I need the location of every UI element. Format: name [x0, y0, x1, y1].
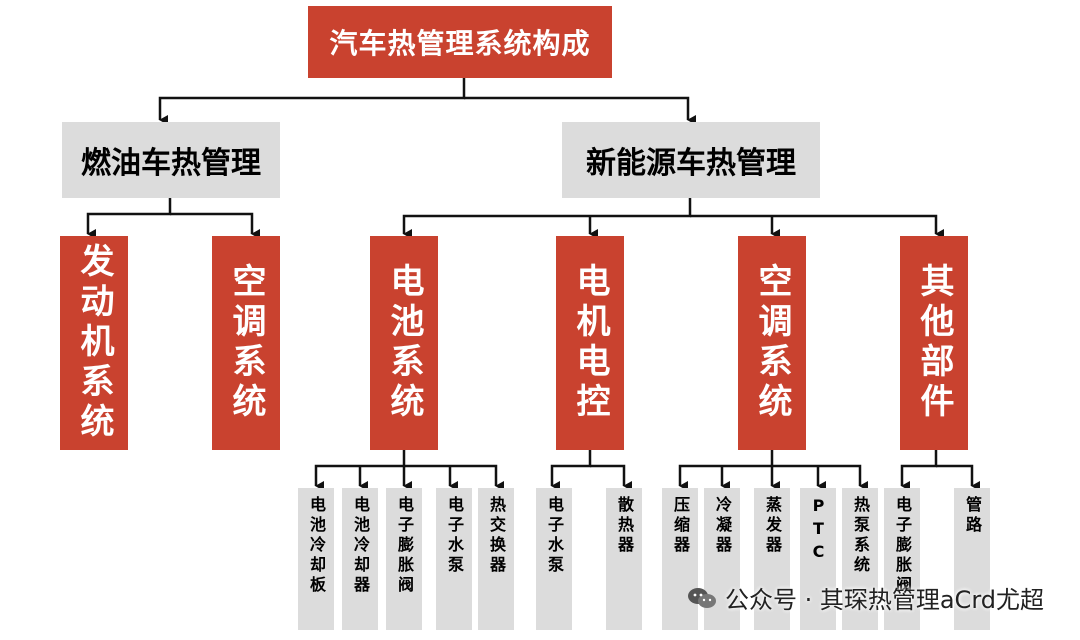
- part-piping: 管路: [954, 488, 990, 630]
- system-fuel-ac: 空调系统: [212, 236, 280, 450]
- part-battery-chiller: 电池冷却器: [342, 488, 378, 630]
- part-heat-exchanger: 热交换器: [478, 488, 514, 630]
- part-electric-water-pump: 电子水泵: [436, 488, 472, 630]
- system-motor-control: 电机电控: [556, 236, 624, 450]
- system-battery: 电池系统: [370, 236, 438, 450]
- watermark-text: 公众号 · 其琛热管理aCrd尤超: [724, 586, 1044, 614]
- part-compressor: 压缩器: [662, 488, 698, 630]
- part-battery-cooling-plate: 电池冷却板: [298, 488, 334, 630]
- watermark: 公众号 · 其琛热管理aCrd尤超: [687, 580, 1044, 615]
- part-ptc: PTC: [800, 488, 836, 630]
- system-nev-ac: 空调系统: [738, 236, 806, 450]
- part-evaporator: 蒸发器: [754, 488, 790, 630]
- category-new-energy-vehicle: 新能源车热管理: [562, 122, 820, 198]
- root-node: 汽车热管理系统构成: [308, 6, 612, 78]
- system-engine: 发动机系统: [60, 236, 128, 450]
- wechat-icon: [687, 587, 716, 608]
- category-fuel-vehicle: 燃油车热管理: [62, 122, 280, 198]
- part-electronic-expansion-valve: 电子膨胀阀: [386, 488, 422, 630]
- part-heat-pump-system: 热泵系统: [842, 488, 878, 630]
- part-motor-water-pump: 电子水泵: [536, 488, 572, 630]
- part-radiator: 散热器: [606, 488, 642, 630]
- system-other-parts: 其他部件: [900, 236, 968, 450]
- part-other-expansion-valve: 电子膨胀阀: [884, 488, 920, 630]
